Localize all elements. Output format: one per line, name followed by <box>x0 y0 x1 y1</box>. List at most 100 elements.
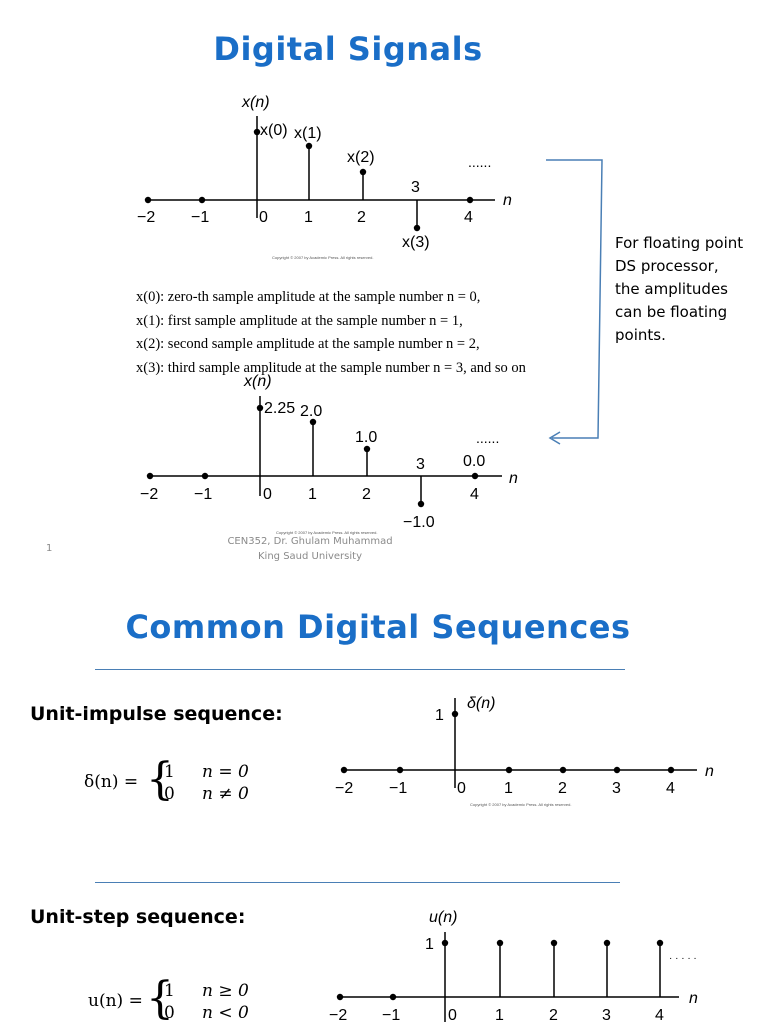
y-axis-label: x(n) <box>243 373 272 390</box>
tick-label: 4 <box>655 1007 664 1024</box>
case-condition: n ≠ 0 <box>202 784 249 804</box>
sample-label: 3 <box>416 456 425 473</box>
continuation-dots: ...... <box>468 154 491 170</box>
tick-label: −1 <box>389 780 407 797</box>
amplitude-label: 1 <box>425 936 434 953</box>
sample-label: 2.25 <box>264 400 295 417</box>
brace: { <box>146 973 174 1024</box>
case-condition: n = 0 <box>202 762 249 782</box>
sample-dot <box>413 224 421 232</box>
tick-label: 1 <box>304 209 313 226</box>
case-value: 0 <box>164 784 175 804</box>
tick-label: −1 <box>191 209 209 226</box>
tick-label: 4 <box>470 486 479 503</box>
copyright-note: Copyright © 2007 by Academic Press. All … <box>276 530 377 535</box>
formula-lhs: δ(n) = <box>84 772 139 792</box>
tick-label: 1 <box>504 780 513 797</box>
sample-dot <box>144 196 152 204</box>
sample-dot <box>305 142 313 150</box>
sample-label: x(3) <box>402 234 430 251</box>
tick-label: 4 <box>464 209 473 226</box>
divider <box>95 669 625 670</box>
tick-label: 1 <box>495 1007 504 1024</box>
x-axis-label: n <box>689 990 698 1007</box>
sample-descriptions: x(0): zero-th sample amplitude at the sa… <box>136 286 526 380</box>
continuation-dots: · · · · · <box>669 953 697 964</box>
tick-label: 2 <box>362 486 371 503</box>
sample-dot <box>336 993 344 1001</box>
sample-label: 3 <box>411 179 420 196</box>
tick-label: 2 <box>558 780 567 797</box>
connector-arrow <box>546 159 603 445</box>
divider <box>95 882 620 883</box>
sample-dot <box>603 939 611 947</box>
tick-label: −1 <box>382 1007 400 1024</box>
desc-line: x(1): first sample amplitude at the samp… <box>136 312 463 329</box>
sample-plot-numeric: x(n) n ...... −2 −1 0 1 2 4 2.25 2.0 1.0… <box>140 373 518 535</box>
step-plot: u(n) n 1 · · · · · −2 −1 0 1 2 3 4 <box>329 909 698 1024</box>
sample-label: x(1) <box>294 125 322 142</box>
sample-label: 1.0 <box>355 429 377 446</box>
sample-dot <box>559 766 567 774</box>
sample-dot <box>253 128 261 136</box>
case-value: 0 <box>164 1003 175 1023</box>
sample-dot <box>466 196 474 204</box>
sample-dot <box>667 766 675 774</box>
sample-dot <box>471 472 479 480</box>
tick-label: −2 <box>137 209 155 226</box>
case-condition: n < 0 <box>202 1003 249 1023</box>
stems <box>312 422 422 504</box>
sample-dot <box>201 472 209 480</box>
page-number: 1 <box>46 543 53 554</box>
sample-dot <box>256 404 264 412</box>
sample-dot <box>656 939 664 947</box>
sample-plot-symbolic: x(n) n ...... −2 −1 0 1 2 4 x(0) x(1) x(… <box>137 94 512 260</box>
sample-dot <box>550 939 558 947</box>
y-axis-label: δ(n) <box>467 695 495 712</box>
tick-label: −2 <box>329 1007 347 1024</box>
sample-dot <box>505 766 513 774</box>
tick-label: 3 <box>612 780 621 797</box>
sample-dot <box>363 445 371 453</box>
sample-dot <box>451 710 459 718</box>
tick-label: −1 <box>194 486 212 503</box>
tick-label: 3 <box>602 1007 611 1024</box>
footer-course: CEN352, Dr. Ghulam Muhammad <box>227 536 393 547</box>
sample-dot <box>417 500 425 508</box>
tick-label: 4 <box>666 780 675 797</box>
tick-label: 2 <box>357 209 366 226</box>
x-axis-label: n <box>705 763 714 780</box>
case-value: 1 <box>164 762 175 782</box>
tick-label: 1 <box>308 486 317 503</box>
impulse-plot: δ(n) n 1 −2 −1 0 1 2 3 4 Copyright © 200… <box>335 695 714 807</box>
x-axis-label: n <box>509 470 518 487</box>
tick-label: 0 <box>457 780 466 797</box>
brace: { <box>146 754 174 805</box>
desc-line: x(0): zero-th sample amplitude at the sa… <box>136 289 481 305</box>
sample-dot <box>389 993 397 1001</box>
stems <box>499 943 661 997</box>
sample-label: 0.0 <box>463 453 485 470</box>
copyright-note: Copyright © 2007 by Academic Press. All … <box>470 802 571 807</box>
sample-dot <box>340 766 348 774</box>
impulse-heading: Unit-impulse sequence: <box>30 703 283 725</box>
tick-label: 0 <box>259 209 268 226</box>
x-axis-label: n <box>503 192 512 209</box>
slide-title-common-sequences: Common Digital Sequences <box>125 608 631 646</box>
sample-label: x(0) <box>260 122 288 139</box>
copyright-note: Copyright © 2007 by Academic Press. All … <box>272 255 373 260</box>
tick-label: 0 <box>448 1007 457 1024</box>
amplitude-label: 1 <box>435 707 444 724</box>
case-condition: n ≥ 0 <box>202 981 249 1001</box>
y-axis-label: x(n) <box>241 94 270 111</box>
sample-dot <box>496 939 504 947</box>
tick-label: 0 <box>263 486 272 503</box>
formula-lhs: u(n) = <box>88 991 143 1011</box>
sample-label: x(2) <box>347 149 375 166</box>
slide-title-digital-signals: Digital Signals <box>213 30 483 68</box>
continuation-dots: ...... <box>476 430 499 446</box>
sample-dot <box>396 766 404 774</box>
side-note: For floating point DS processor, the amp… <box>615 234 744 344</box>
sample-label: 2.0 <box>300 403 322 420</box>
y-axis-label: u(n) <box>429 909 457 926</box>
